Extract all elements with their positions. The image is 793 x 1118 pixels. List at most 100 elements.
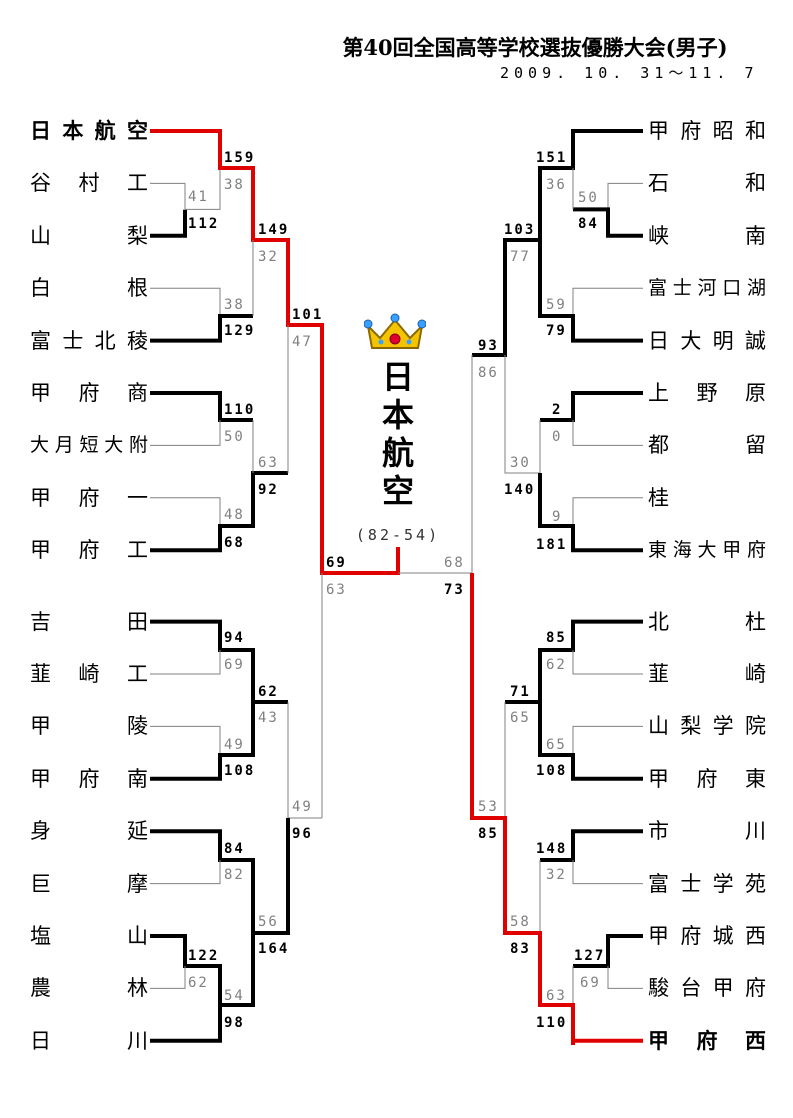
bracket-line	[540, 391, 643, 422]
team-name-right: 桂	[648, 485, 669, 510]
score-l-r2d-top: 56	[258, 914, 279, 930]
score-l-r1a-bot: 38	[224, 177, 245, 193]
score-r-r1a-top: 151	[536, 150, 568, 166]
bracket-line	[538, 473, 643, 553]
score-r-r1g-top: 148	[536, 841, 568, 857]
bracket-line	[150, 420, 221, 446]
score-l-r1g-bot: 82	[224, 867, 245, 883]
team-name-right: 日大明誠	[648, 328, 766, 353]
team-name-right: 石和	[648, 171, 766, 196]
team-name-left: 甲陵	[30, 714, 148, 739]
bracket-line	[150, 1005, 222, 1043]
team-name-left: 山梨	[30, 223, 148, 248]
score-r-pre2-top: 127	[574, 948, 606, 964]
score-l-r2c-bot: 43	[258, 710, 279, 726]
team-name-right: 富士学苑	[648, 871, 766, 896]
bracket-line	[150, 725, 221, 755]
score-l-r1f-bot: 108	[224, 763, 256, 779]
score-r-pre2-bot: 69	[580, 975, 601, 991]
bracket-line	[573, 934, 643, 968]
score-l-pre2-bot: 62	[188, 975, 209, 991]
score-r-r1b-top: 59	[546, 297, 567, 313]
tournament-dates: 2009. 10. 31～11. 7	[500, 64, 759, 82]
team-name-left: 身延	[30, 819, 148, 844]
bracket-line	[150, 619, 288, 704]
team-name-left: 甲府商	[30, 381, 148, 405]
bracket-line	[572, 650, 643, 675]
score-l-r1h-top: 54	[224, 988, 245, 1004]
crown-icon	[364, 313, 426, 349]
score-l-r3a-top: 101	[292, 307, 324, 323]
team-name-right: 市川	[648, 819, 766, 844]
team-name-left: 大月短大附	[30, 434, 148, 457]
score-r-r2d-bot: 83	[510, 941, 531, 957]
score-r-r2b-bot: 140	[504, 482, 536, 498]
score-l-r2b-top: 63	[258, 455, 279, 471]
team-name-left: 日本航空	[30, 119, 148, 143]
bracket-line	[572, 497, 643, 526]
score-r-r1d-top: 9	[552, 509, 563, 525]
score-r-r2a-top: 103	[504, 222, 536, 238]
bracket-line	[150, 314, 253, 343]
team-name-left: 農林	[30, 976, 148, 1001]
bracket-line	[150, 287, 221, 316]
score-r-r2c-bot: 65	[510, 710, 531, 726]
bracket-line	[572, 420, 643, 446]
bracket-line	[150, 497, 221, 526]
score-l-r1c-top: 110	[224, 402, 256, 418]
score-r-r2d-top: 58	[510, 914, 531, 930]
score-l-r2b-bot: 92	[258, 482, 279, 498]
score-r-r1h-top: 63	[546, 988, 567, 1004]
score-r-r3a-top: 93	[478, 338, 499, 354]
team-name-left: 韮崎工	[30, 662, 148, 686]
team-name-right: 甲府昭和	[648, 119, 766, 143]
bracket-line	[150, 129, 400, 575]
score-r-sf-bot: 73	[444, 582, 465, 598]
bracket-line	[150, 471, 288, 553]
bracket-line	[572, 725, 643, 755]
score-r-r2a-bot: 77	[510, 249, 531, 265]
team-name-right: 甲府西	[648, 1028, 766, 1053]
score-l-r3b-top: 49	[292, 799, 313, 815]
bracket-line	[150, 182, 186, 210]
score-r-r1f-top: 65	[546, 737, 567, 753]
score-r-r1e-top: 85	[546, 630, 567, 646]
bracket-line	[572, 860, 643, 885]
score-l-r1e-bot: 69	[224, 657, 245, 673]
score-r-pre1-bot: 84	[578, 216, 599, 232]
score-l-r3a-bot: 47	[292, 334, 313, 350]
score-l-r1b-bot: 129	[224, 323, 256, 339]
bracket-line	[573, 207, 643, 238]
team-name-left: 塩山	[30, 924, 148, 948]
bracket-line	[538, 702, 643, 781]
bracket-line	[150, 209, 187, 238]
score-r-r1a-bot: 36	[546, 177, 567, 193]
bracket-line	[150, 391, 253, 422]
score-l-r2a-top: 149	[258, 222, 290, 238]
score-r-r1f-bot: 108	[536, 763, 568, 779]
score-l-r1d-top: 48	[224, 507, 245, 523]
score-r-pre1-top: 50	[578, 190, 599, 206]
team-name-left: 白根	[30, 276, 148, 301]
score-r-r1c-top: 2	[552, 402, 563, 418]
score-l-r1c-bot: 50	[224, 429, 245, 445]
score-l-r1g-top: 84	[224, 841, 245, 857]
bracket-line	[472, 129, 643, 357]
score-l-r1h-bot: 98	[224, 1015, 245, 1031]
bracket-line	[150, 933, 255, 1007]
score-l-r2a-bot: 32	[258, 249, 279, 265]
bracket-line	[150, 702, 255, 781]
score-r-r1g-bot: 32	[546, 867, 567, 883]
tournament-title: 第40回全国高等学校選抜優勝大会(男子)	[342, 35, 728, 60]
score-l-sf-top: 69	[326, 555, 347, 571]
bracket-line	[150, 650, 221, 675]
score-r-r1e-bot: 62	[546, 657, 567, 673]
score-l-r1a-top: 159	[224, 150, 256, 166]
team-name-right: 甲府東	[648, 766, 766, 791]
score-l-r1e-top: 94	[224, 630, 245, 646]
bracket-line	[607, 182, 643, 210]
team-name-left: 谷村工	[30, 171, 148, 196]
score-l-sf-bot: 63	[326, 582, 347, 598]
score-l-r2c-top: 62	[258, 684, 279, 700]
team-name-right: 甲府城西	[648, 924, 766, 948]
